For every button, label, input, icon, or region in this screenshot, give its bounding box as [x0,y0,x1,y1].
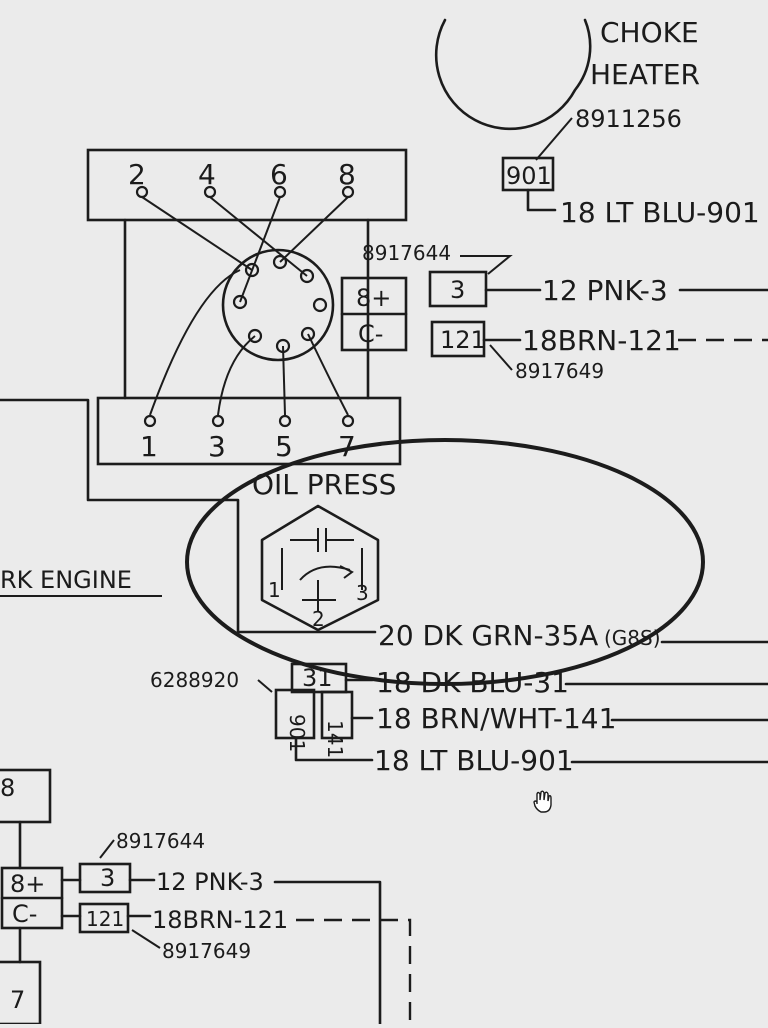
cyl-label-5: 5 [275,430,293,463]
sender-pin-2: 2 [312,607,325,631]
part-number-label: 8917649 [162,939,251,963]
wire-label-pnk-3: 12 PNK-3 [542,274,668,307]
wire-label-lt-blu-901: 18 LT BLU-901 [374,744,574,777]
connector-141 [320,690,354,740]
part-number-label: 6288920 [150,668,239,692]
connector-31 [290,662,348,694]
coil-bplus-label: 8+ [356,284,391,312]
wire-label-lt-blu-901: 18 LT BLU-901 [560,196,760,229]
plug-wire [282,345,286,416]
connector-label: 121 [86,907,124,931]
plug-wire [141,196,253,271]
terminal-pin [341,414,355,428]
rotor-pin [312,297,328,313]
connector-label: 3 [450,276,465,304]
highlight-ellipse [185,438,705,686]
oil-press-label: OIL PRESS [252,468,396,501]
leader-line [460,255,513,275]
rotor-pin [299,268,315,284]
sender-arrow [299,565,354,581]
rotor-pin [300,326,316,342]
wire-label-brn-wht-141: 18 BRN/WHT-141 [376,702,616,735]
wire-label-dk-grn-35a: 20 DK GRN-35A [378,619,598,652]
connector-label: 3 [100,864,115,892]
distributor-rotor [221,248,335,362]
leader-line [131,929,161,949]
cyl-label-3: 3 [208,430,226,463]
connector-label: 121 [440,326,486,354]
plug-wire [307,333,349,416]
cyl-label-6: 6 [270,158,288,191]
ignition-coil-top: 8+ C- 8917644 3 12 PNK-3 121 18BRN-121 8… [340,241,768,383]
plug-wire [149,269,241,416]
choke-heater: CHOKE HEATER 8911256 901 18 LT BLU-901 [434,16,760,229]
sender-terminal [281,548,363,590]
sender-pin-3: 3 [356,581,369,605]
part-number-label: 8917644 [362,241,451,265]
coil-cminus-label: C- [12,900,37,928]
rotor-pin [247,328,263,344]
plug-wire [217,335,256,416]
left-num-7: 7 [10,986,25,1014]
oil-pressure-sender: OIL PRESS 1 2 3 [252,468,396,632]
leader-line [257,679,273,693]
distributor-top-block [86,148,408,222]
rotor-pin [272,254,288,270]
sender-pin-1: 1 [268,578,281,602]
oil-press-wire [0,398,377,634]
leader-line [489,344,513,371]
terminal-pin [211,414,225,428]
wire-line [273,880,382,1026]
wire-label-dk-blu-31: 18 DK BLU-31 [376,666,569,699]
coil-cminus-label: C- [358,320,383,348]
cyl-label-4: 4 [198,158,216,191]
wire-line [294,736,374,762]
connector-121-bottom [78,902,130,934]
rotor-pin [244,262,260,278]
rotor-pin [232,294,248,310]
plug-wire [209,196,308,277]
rk-engine-label: RK ENGINE [0,566,132,594]
hand-cursor-icon [533,790,552,813]
connector-label: 141 [323,720,347,758]
leader-line [535,117,573,161]
cyl-label-1: 1 [140,430,158,463]
wire-line [526,188,557,212]
distributor: 2 4 6 8 1 3 [86,148,408,466]
wire-label-brn-121: 18BRN-121 [522,324,681,357]
terminal-pin [278,414,292,428]
sender-hexagon [260,504,380,632]
choke-heater-label-2: HEATER [590,58,700,91]
part-number-label: 8911256 [575,105,682,133]
part-number-label: 8917649 [515,359,604,383]
wire-line-dashed [296,918,412,1024]
wire-label-g8s: (G8S) [604,626,661,650]
cyl-label-8: 8 [338,158,356,191]
plug-wire [239,196,281,303]
lower-left-section: 8 8+ C- 7 8917644 3 12 PNK-3 121 18BRN-1… [0,768,412,1026]
distributor-bottom-block [96,396,402,466]
coil-bplus-label: 8+ [10,870,45,898]
part-number-label: 8917644 [116,829,205,853]
terminal-pin [143,414,157,428]
connector-3-bottom [78,862,132,894]
cyl-label-2: 2 [128,158,146,191]
sender-element [302,580,336,612]
connector-cluster: 6288920 31 18 DK BLU-31 901 141 18 BRN/W… [150,662,768,777]
cyl-label-7: 7 [338,430,356,463]
left-num-8: 8 [0,774,15,802]
choke-heater-symbol [434,18,592,131]
choke-heater-label-1: CHOKE [600,16,699,49]
plug-wire [279,196,349,263]
wire-label-pnk-3: 12 PNK-3 [156,868,264,896]
connector-label: 901 [506,162,552,190]
sender-capacitor [290,528,354,552]
leader-line [99,839,115,859]
wire-label-brn-121: 18BRN-121 [152,906,288,934]
connector-label: 31 [302,664,333,692]
